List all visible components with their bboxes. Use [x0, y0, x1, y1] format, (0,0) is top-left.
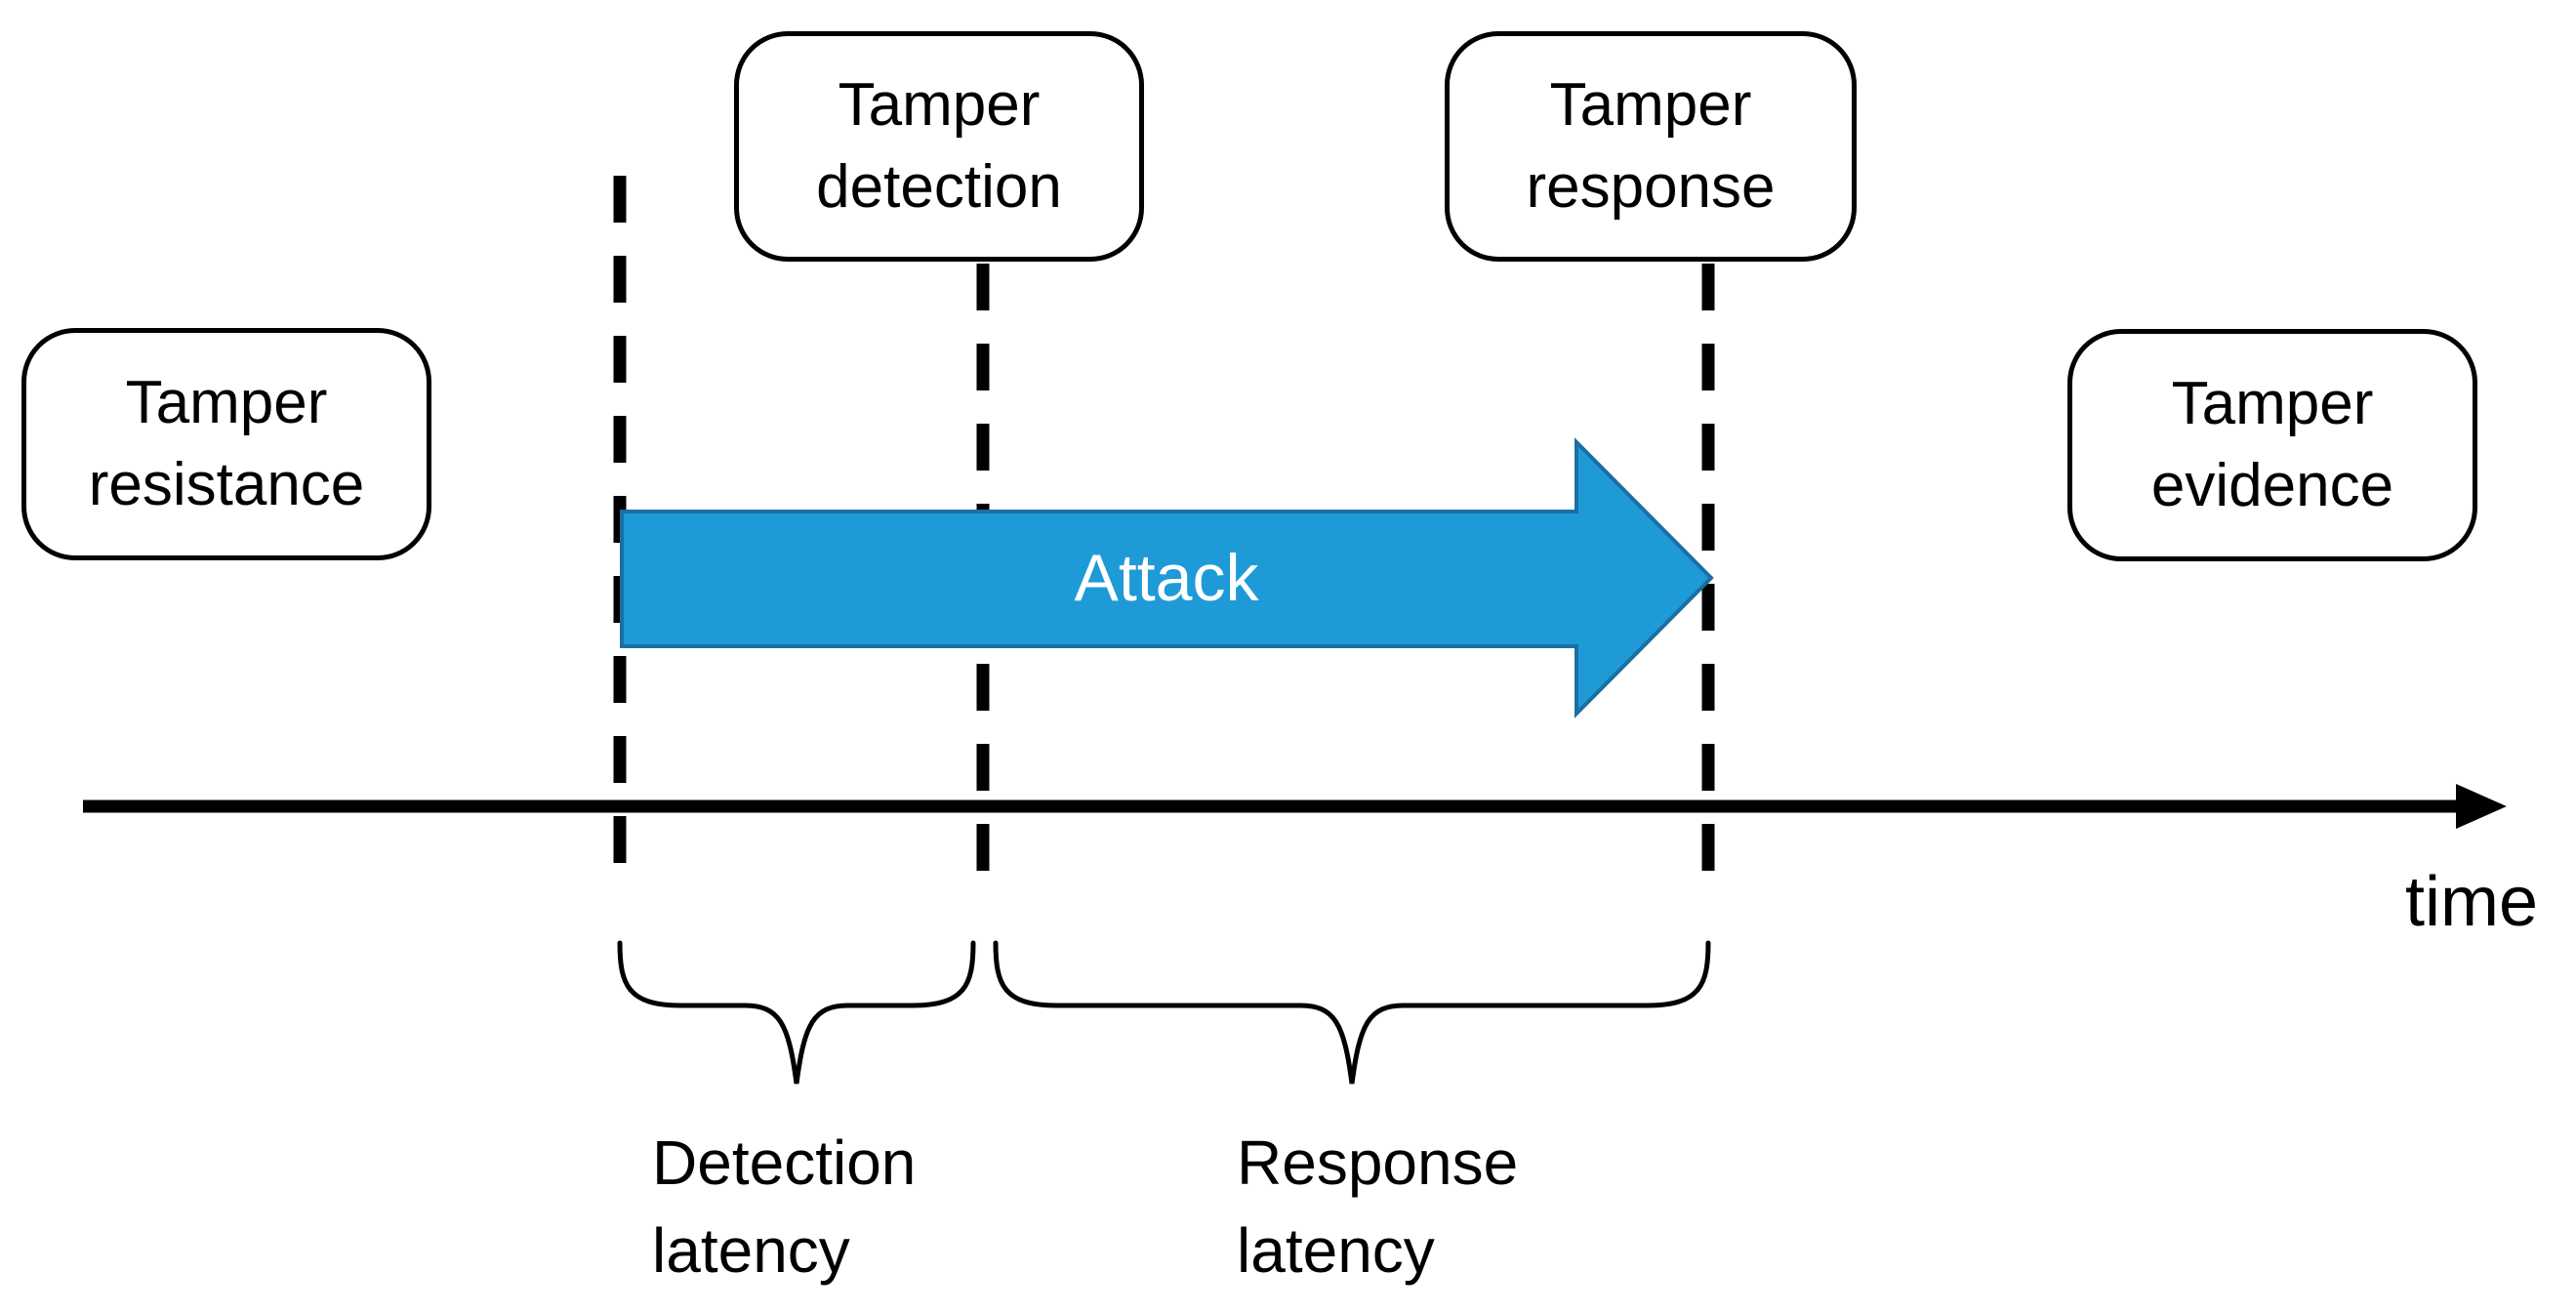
response-latency-brace — [993, 940, 1711, 1085]
tamper-detection-box: Tamper detection — [734, 31, 1144, 262]
attack-arrow — [620, 437, 1714, 718]
time-axis-label: time — [2404, 863, 2538, 941]
tamper-response-box: Tamper response — [1445, 31, 1857, 262]
tamper-evidence-box: Tamper evidence — [2067, 329, 2477, 561]
tamper-resistance-box: Tamper resistance — [21, 328, 431, 560]
response-latency-label: Response latency — [1237, 1128, 1519, 1286]
time-axis-arrowhead-icon — [2456, 784, 2507, 829]
detection-latency-brace — [617, 940, 976, 1085]
attack-arrow-label: Attack — [1074, 541, 1259, 615]
detection-latency-label: Detection latency — [652, 1128, 917, 1286]
